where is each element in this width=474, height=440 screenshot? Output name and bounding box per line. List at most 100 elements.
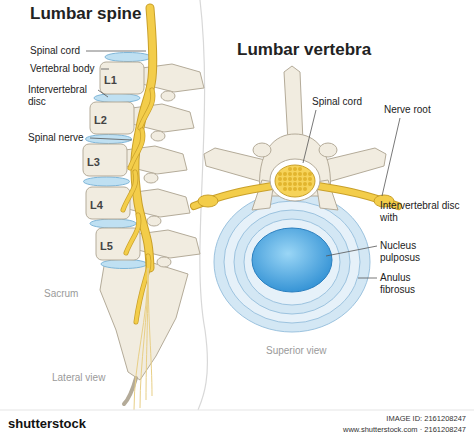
- vertebra-label: L5: [100, 240, 113, 253]
- superior-vertebra: [194, 66, 398, 332]
- leader-line: [101, 69, 109, 70]
- watermark-logo: shutterstock: [8, 416, 86, 432]
- part-label: Spinal nerve: [28, 132, 84, 144]
- leader-line: [303, 110, 316, 163]
- vertebra-label: L2: [94, 114, 107, 127]
- nerve-fibre-dot: [288, 172, 292, 176]
- facet-joint: [157, 257, 171, 267]
- part-label: Spinal cord: [312, 96, 362, 108]
- nerve-fibre-dot: [298, 182, 302, 186]
- image-id: IMAGE ID: 2161208247: [386, 414, 466, 423]
- part-label: Spinal cord: [30, 45, 80, 57]
- part-label: Anulus fibrosus: [380, 272, 440, 296]
- facet-joint: [147, 216, 161, 226]
- disc: [90, 219, 136, 228]
- anulus-ring: [224, 201, 360, 323]
- nerve-root: [194, 186, 272, 206]
- leader-line: [382, 118, 400, 196]
- nerve-fibre-dot: [308, 177, 312, 181]
- nerve-ganglion: [198, 195, 218, 207]
- leader-line: [358, 278, 377, 279]
- articular-process: [319, 143, 337, 157]
- spinal-cord-section: [275, 165, 315, 197]
- disc: [84, 177, 130, 186]
- leader-line: [90, 138, 132, 140]
- facet-joint: [161, 91, 175, 101]
- nerve-root: [194, 186, 272, 206]
- disc: [101, 260, 147, 269]
- nerve-fibre-dot: [293, 167, 297, 171]
- nerve-fibre-dot: [283, 172, 287, 176]
- nerve-fibre-dot: [288, 182, 292, 186]
- nerve-fibre-dot: [298, 167, 302, 171]
- spinal-canal: [270, 159, 320, 201]
- nerve-fibre-dot: [308, 172, 312, 176]
- nerve-fibre-dot: [303, 177, 307, 181]
- nerve-fibre-dot: [293, 187, 297, 191]
- view-caption: Superior view: [266, 345, 327, 357]
- nucleus: [252, 228, 332, 292]
- spinal-nerve: [140, 90, 153, 128]
- vertebral-body: [100, 62, 144, 94]
- footer-rule: [0, 410, 474, 411]
- nerve-fibre-dot: [298, 187, 302, 191]
- facet-joint: [151, 131, 165, 141]
- nerve-fibre-dot: [283, 187, 287, 191]
- nerve-fibre-dot: [303, 182, 307, 186]
- anulus-ring: [234, 210, 350, 314]
- spinal-nerve: [126, 215, 139, 253]
- anulus-ring: [214, 192, 370, 332]
- vertebra-label: L3: [87, 156, 100, 169]
- cauda-fibre: [134, 268, 148, 410]
- vertebral-body: [83, 144, 127, 176]
- disc: [105, 53, 151, 62]
- lateral-spine: [83, 8, 204, 410]
- view-heading: Lumbar vertebra: [237, 40, 371, 60]
- nerve-fibre-dot: [278, 172, 282, 176]
- nerve-fibre-dot: [298, 177, 302, 181]
- facet-joint: [144, 173, 158, 183]
- part-label: Nerve root: [384, 104, 431, 116]
- nerve-fibre-dot: [278, 182, 282, 186]
- spinal-nerve: [130, 130, 143, 168]
- spinal-nerve: [123, 172, 136, 210]
- nerve-fibre-dot: [308, 182, 312, 186]
- part-label: Nucleus pulposus: [380, 240, 440, 264]
- nerve-fibre-dot: [288, 167, 292, 171]
- view-caption: Lateral view: [52, 372, 105, 384]
- nerve-fibre-dot: [288, 187, 292, 191]
- nerve-fibre-dot: [293, 182, 297, 186]
- vertebra-label: L4: [90, 199, 103, 212]
- disc: [86, 135, 132, 144]
- spinal-nerve: [130, 130, 143, 168]
- spinal-nerve: [123, 172, 136, 210]
- nerve-fibre-dot: [288, 177, 292, 181]
- disc: [94, 94, 140, 103]
- leader-line: [326, 246, 377, 256]
- nerve-fibre-dot: [283, 182, 287, 186]
- spinal-nerve: [126, 215, 139, 253]
- cauda-fibre: [148, 268, 152, 396]
- nerve-fibre-dot: [303, 172, 307, 176]
- region-label: Sacrum: [44, 288, 78, 300]
- anulus-ring: [244, 219, 340, 305]
- spinal-nerve: [140, 90, 153, 128]
- spinous-process: [284, 66, 303, 142]
- leader-line: [86, 51, 146, 52]
- view-heading: Lumbar spine: [30, 4, 141, 24]
- nerve-fibre-dot: [293, 172, 297, 176]
- part-label: Intervertebral disc: [28, 84, 98, 108]
- part-label: Vertebral body: [30, 63, 95, 75]
- nerve-fibre-dot: [303, 187, 307, 191]
- vertebral-body: [90, 102, 134, 134]
- nerve-fibre-dot: [293, 177, 297, 181]
- articular-process: [253, 143, 271, 157]
- nerve-fibre-dot: [278, 177, 282, 181]
- leader-line: [98, 90, 108, 97]
- part-label: Intervertebral disc with: [380, 200, 466, 224]
- nerve-fibre-dot: [283, 177, 287, 181]
- watermark-url: www.shutterstock.com · 2161208247: [343, 425, 466, 434]
- vertebra-label: L1: [104, 74, 117, 87]
- nerve-fibre-dot: [298, 172, 302, 176]
